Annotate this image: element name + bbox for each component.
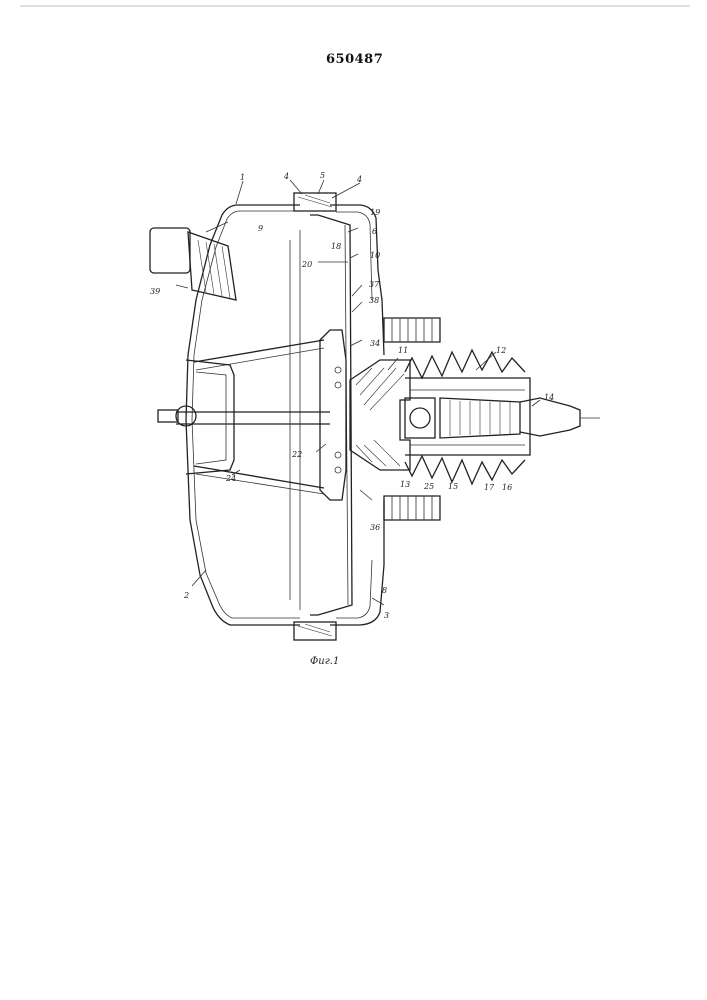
label-38: 38 bbox=[369, 296, 379, 305]
label-11: 11 bbox=[398, 346, 408, 355]
label-17: 17 bbox=[484, 483, 495, 492]
label-4b: 4 bbox=[356, 175, 362, 184]
label-18: 18 bbox=[331, 242, 341, 251]
label-14: 14 bbox=[544, 393, 554, 402]
label-5: 5 bbox=[320, 171, 325, 180]
label-25: 25 bbox=[423, 482, 434, 491]
label-15: 15 bbox=[448, 482, 458, 491]
label-24: 24 bbox=[225, 474, 236, 483]
front-mount bbox=[158, 360, 234, 474]
label-9: 9 bbox=[258, 224, 263, 233]
input-rod bbox=[520, 398, 580, 436]
label-36: 36 bbox=[370, 523, 380, 532]
mounting-stud-bottom bbox=[384, 496, 440, 520]
leader-lines bbox=[176, 180, 540, 605]
label-8: 8 bbox=[382, 586, 387, 595]
valve-body-hub bbox=[350, 360, 410, 470]
label-12: 12 bbox=[496, 346, 506, 355]
label-3: 3 bbox=[384, 611, 389, 620]
rubber-boot-bottom bbox=[405, 456, 525, 484]
label-1: 1 bbox=[240, 173, 245, 182]
label-39: 39 bbox=[150, 287, 160, 296]
figure-caption: Фиг.1 bbox=[310, 656, 339, 667]
piston-body bbox=[320, 330, 346, 500]
front-housing-shell bbox=[186, 205, 300, 625]
mounting-stud-top bbox=[384, 318, 440, 342]
label-37: 37 bbox=[369, 280, 380, 289]
check-valve-39 bbox=[150, 228, 236, 300]
valve-housing-tube bbox=[405, 378, 530, 455]
label-2: 2 bbox=[183, 591, 189, 600]
label-4a: 4 bbox=[283, 172, 289, 181]
label-10: 10 bbox=[370, 251, 380, 260]
label-6: 6 bbox=[372, 227, 377, 236]
rubber-boot-top bbox=[405, 350, 525, 378]
label-20: 20 bbox=[301, 260, 312, 269]
label-16: 16 bbox=[502, 483, 512, 492]
label-22: 22 bbox=[291, 450, 302, 459]
label-13: 13 bbox=[400, 480, 410, 489]
label-34: 34 bbox=[370, 339, 380, 348]
label-19: 19 bbox=[370, 208, 380, 217]
